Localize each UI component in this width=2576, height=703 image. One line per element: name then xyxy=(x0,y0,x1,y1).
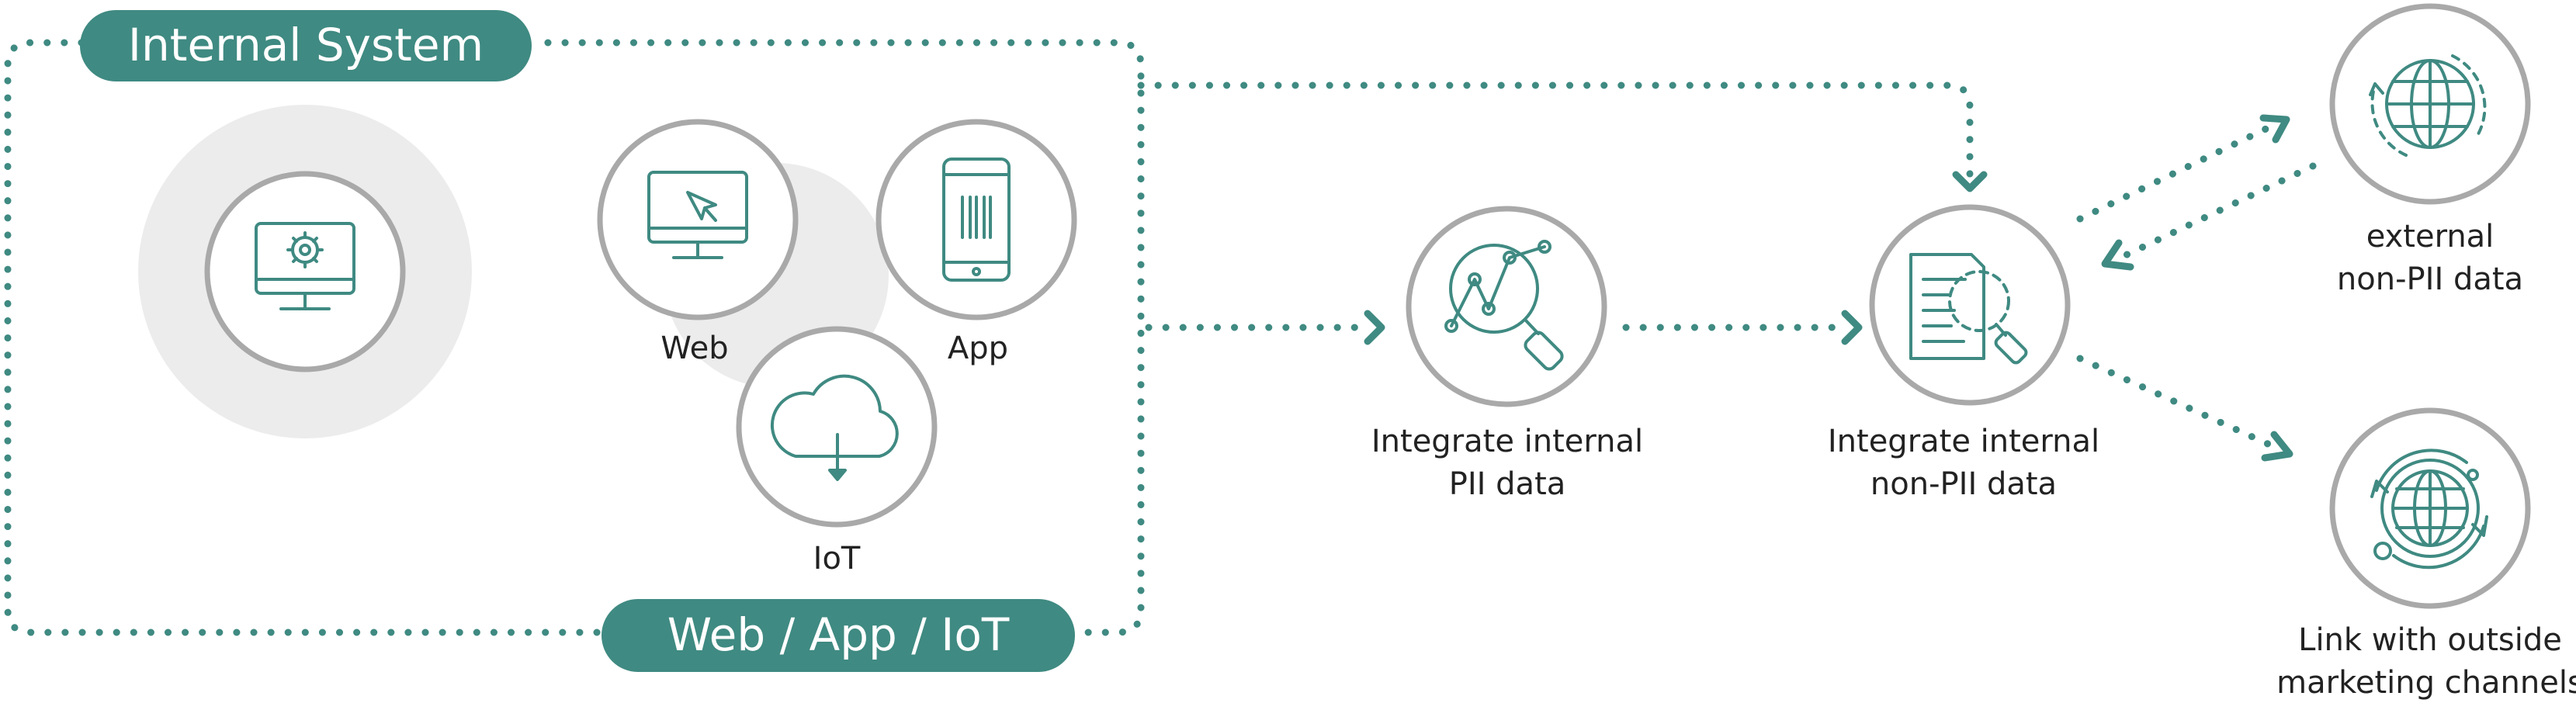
smartphone-barcode-icon xyxy=(942,158,1011,282)
external-label-line1: external xyxy=(2366,219,2495,255)
web-node xyxy=(597,119,799,320)
connector-nonpii-to-marketing xyxy=(2076,355,2282,452)
arrowhead-right-2 xyxy=(1841,310,1863,345)
app-label: App xyxy=(948,331,1008,366)
connector-external-to-nonpii xyxy=(2113,162,2317,263)
external-label-line2: non-PII data xyxy=(2337,261,2523,297)
document-search-icon xyxy=(1909,253,2028,365)
globe-cycle-icon xyxy=(2370,448,2488,570)
web-app-iot-pill: Web / App / IoT xyxy=(602,599,1075,672)
monitor-gear-icon xyxy=(255,222,355,310)
nonpii-label-line2: non-PII data xyxy=(1870,466,2057,502)
iot-node xyxy=(736,326,938,528)
internal-system-label: Internal System xyxy=(128,19,484,71)
nonpii-label-line1: Integrate internal xyxy=(1828,424,2099,459)
internal-system-pill: Internal System xyxy=(80,10,532,81)
globe-icon xyxy=(2369,54,2487,157)
iot-label: IoT xyxy=(813,541,861,577)
arrowhead-to-nonpii xyxy=(2101,239,2134,271)
monitor-cursor-icon xyxy=(647,171,748,259)
marketing-label-line2: marketing channels xyxy=(2276,665,2576,701)
marketing-label-line1: Link with outside xyxy=(2298,622,2562,658)
cloud-download-icon xyxy=(770,374,899,481)
arrowhead-to-marketing xyxy=(2261,431,2293,462)
arrowhead-right-1 xyxy=(1364,310,1385,345)
app-node xyxy=(875,119,1077,320)
internal-system-node xyxy=(204,171,406,372)
pii-label-line2: PII data xyxy=(1449,466,1566,502)
arrowhead-to-external xyxy=(2259,114,2290,144)
marketing-node xyxy=(2329,407,2531,609)
connector-frame-to-nonpii xyxy=(1137,81,1974,181)
integrate-nonpii-node xyxy=(1869,204,2071,406)
magnifier-chart-icon xyxy=(1444,240,1564,371)
web-label: Web xyxy=(660,331,728,366)
external-node xyxy=(2329,3,2531,205)
web-app-iot-label: Web / App / IoT xyxy=(667,608,1010,661)
input-frame xyxy=(4,39,1145,636)
arrowhead-down xyxy=(1952,171,1988,192)
connector-nonpii-to-external xyxy=(2076,120,2280,223)
integrate-pii-node xyxy=(1406,206,1607,407)
pii-label-line1: Integrate internal xyxy=(1371,424,1643,459)
